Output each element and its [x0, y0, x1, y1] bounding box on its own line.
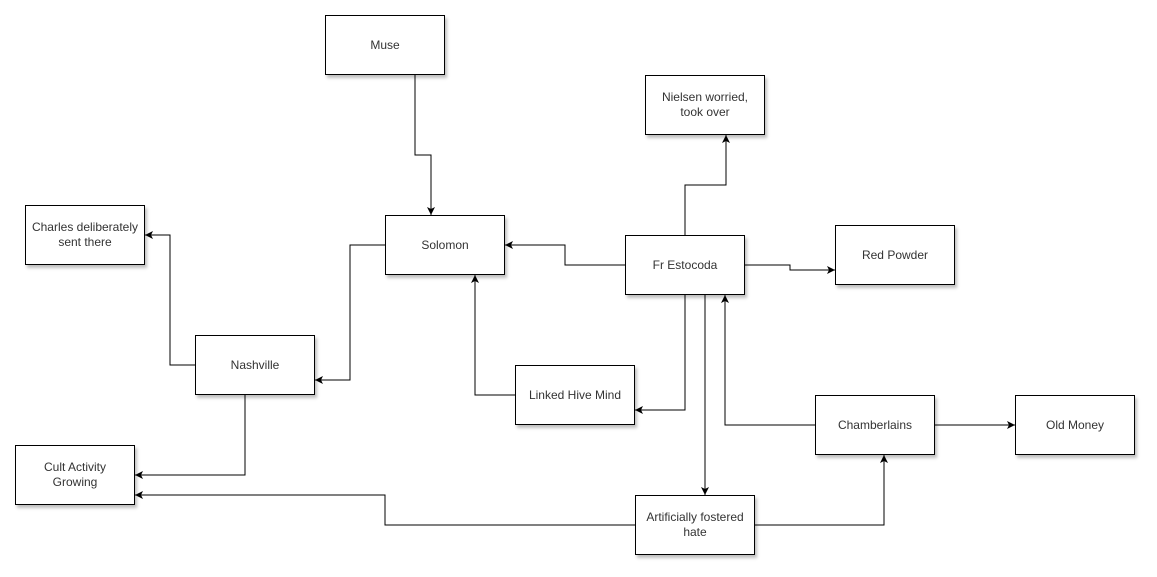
node-hate[interactable]: Artificially fostered hate [635, 495, 755, 555]
edge-nashville-charles [145, 231, 195, 366]
edge-hate-cult [135, 491, 635, 526]
edge-hate-chamberlains [755, 455, 888, 526]
node-red-powder[interactable]: Red Powder [835, 225, 955, 285]
edge-estocoda-solomon [505, 241, 625, 266]
node-nielsen[interactable]: Nielsen worried, took over [645, 75, 765, 135]
edge-estocoda-redpowder [745, 264, 835, 274]
node-chamberlains[interactable]: Chamberlains [815, 395, 935, 455]
edge-nashville-cult [135, 395, 246, 479]
edge-muse-solomon [414, 75, 435, 215]
node-muse[interactable]: Muse [325, 15, 445, 75]
node-solomon[interactable]: Solomon [385, 215, 505, 275]
node-charles[interactable]: Charles deliberately sent there [25, 205, 145, 265]
node-old-money[interactable]: Old Money [1015, 395, 1135, 455]
edge-solomon-nashville [315, 244, 385, 384]
node-cult[interactable]: Cult Activity Growing [15, 445, 135, 505]
node-hive[interactable]: Linked Hive Mind [515, 365, 635, 425]
edge-chamberlains-estocoda [721, 295, 815, 426]
node-nashville[interactable]: Nashville [195, 335, 315, 395]
edge-estocoda-hive [635, 295, 686, 414]
node-estocoda[interactable]: Fr Estocoda [625, 235, 745, 295]
edge-hive-solomon [471, 275, 515, 396]
edge-estocoda-nielsen [684, 135, 730, 235]
